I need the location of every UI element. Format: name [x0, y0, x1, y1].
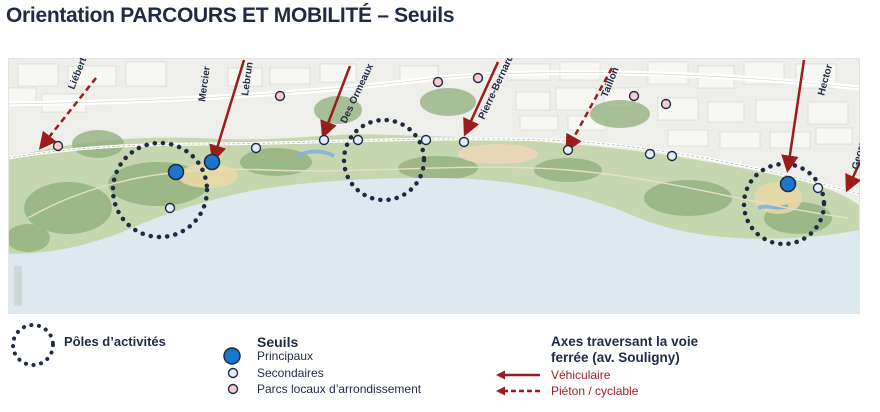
- pieton-arrow-icon: [496, 386, 540, 396]
- legend-poles-label: Pôles d’activités: [64, 334, 166, 349]
- secondary-marker-9: [812, 182, 824, 194]
- legend-parcs: Parcs locaux d’arrondissement: [257, 382, 422, 396]
- water: [8, 178, 860, 314]
- parc-markers: [52, 72, 672, 152]
- secondary-markers: [164, 134, 824, 214]
- legend-seuils-title: Seuils: [257, 334, 299, 350]
- pole-circle-1: [110, 140, 210, 240]
- pole-circles: [110, 117, 827, 247]
- pole-circle-2: [341, 117, 427, 203]
- street-label-mercier: Mercier: [197, 66, 213, 103]
- parc-icon: [227, 383, 239, 395]
- principal-marker-1: [203, 153, 221, 171]
- secondary-icon: [227, 367, 239, 379]
- vehiculaire-arrow-7: [845, 161, 860, 193]
- secondary-marker-6: [562, 144, 574, 156]
- street-label-lebrun: Lebrun: [240, 61, 256, 96]
- secondary-marker-10: [164, 202, 176, 214]
- vehiculaire-arrow-2: [209, 59, 246, 163]
- legend-pole-symbol: [11, 323, 55, 367]
- principal-markers: [167, 153, 797, 193]
- secondary-marker-3: [352, 134, 364, 146]
- legend-pieton: Piéton / cyclable: [551, 384, 639, 398]
- vehiculaire-arrow-6: [781, 59, 806, 173]
- pole-circle-3: [741, 161, 827, 247]
- principal-icon: [223, 347, 241, 365]
- parc-marker-6: [660, 98, 672, 110]
- legend-principaux: Principaux: [257, 349, 314, 363]
- secondary-marker-7: [644, 148, 656, 160]
- vehiculaire-arrow-4: [463, 61, 500, 137]
- parc-marker-4: [472, 72, 484, 84]
- park-path: [27, 166, 849, 219]
- vehiculaire-arrow-icon: [496, 370, 540, 380]
- secondary-marker-4: [420, 134, 432, 146]
- legend-secondaires: Secondaires: [257, 366, 324, 380]
- secondary-marker-1: [250, 142, 262, 154]
- secondary-marker-8: [666, 150, 678, 162]
- vehiculaire-arrow-3: [320, 65, 352, 139]
- parc-marker-5: [628, 90, 640, 102]
- page-title: Orientation PARCOURS ET MOBILITÉ – Seuil…: [6, 4, 455, 27]
- pieton-arrow-5: [565, 67, 614, 153]
- principal-marker-3: [779, 175, 797, 193]
- secondary-marker-2: [318, 134, 330, 146]
- legend-vehiculaire: Véhiculaire: [551, 368, 611, 382]
- parc-marker-1: [52, 140, 64, 152]
- map[interactable]: Liébert Mercier Lebrun Des Ormeaux Pierr…: [8, 58, 860, 314]
- park-strip: [8, 134, 860, 254]
- parc-marker-3: [432, 76, 444, 88]
- parc-marker-2: [274, 90, 286, 102]
- pier: [14, 266, 22, 306]
- crossing-arrows: [38, 59, 860, 193]
- pieton-arrow-1: [38, 77, 97, 150]
- principal-marker-2: [167, 163, 185, 181]
- secondary-marker-5: [458, 136, 470, 148]
- legend-axes-title-1: Axes traversant la voie: [551, 334, 699, 349]
- legend-axes-title-2: ferrée (av. Souligny): [551, 350, 680, 365]
